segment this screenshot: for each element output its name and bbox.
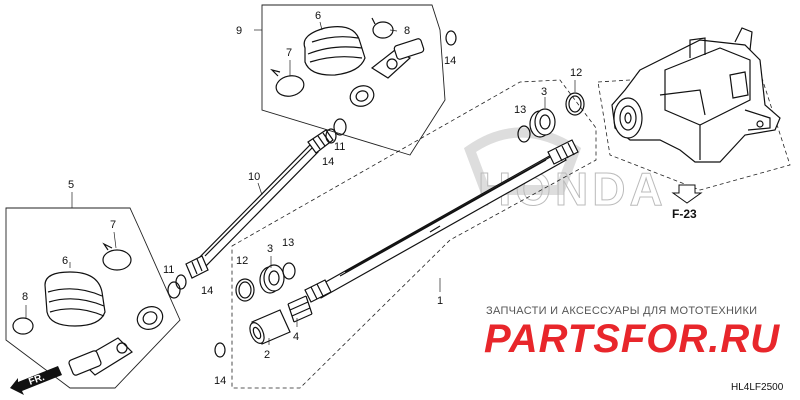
callout-part-8-lower: 8 xyxy=(22,291,28,303)
callout-part-7-upper: 7 xyxy=(286,47,292,59)
callout-part-9: 9 xyxy=(236,25,242,37)
front-direction-arrow: FR. xyxy=(10,366,62,395)
o-ring-12-upper xyxy=(565,92,585,116)
callout-part-12-upper: 12 xyxy=(570,67,582,79)
o-ring-12-lower xyxy=(235,278,255,302)
callout-part-14-upper: 14 xyxy=(322,156,334,168)
callout-part-14-bottom: 14 xyxy=(214,375,226,387)
callout-part-12-lower: 12 xyxy=(236,255,248,267)
callout-part-1: 1 xyxy=(437,295,443,307)
joint-kit-lower xyxy=(12,242,164,376)
leader-lines xyxy=(25,21,576,345)
ring-14-lower xyxy=(167,281,181,299)
callout-part-10: 10 xyxy=(248,171,260,183)
callout-part-5: 5 xyxy=(68,179,74,191)
seal-3-lower xyxy=(259,264,285,294)
o-ring-13-lower xyxy=(282,262,296,280)
ring-11-lower xyxy=(175,274,187,290)
seal-3-upper xyxy=(529,108,556,138)
callout-part-6-lower: 6 xyxy=(62,255,68,267)
callout-part-7-lower: 7 xyxy=(110,219,116,231)
callout-part-3-lower: 3 xyxy=(267,243,273,255)
watermark-tagline: ЗАПЧАСТИ И АКСЕССУАРЫ ДЛЯ МОТОТЕХНИКИ xyxy=(486,305,757,317)
callout-part-11-lower: 11 xyxy=(163,264,174,276)
o-ring-13-upper xyxy=(517,125,531,143)
callout-part-2: 2 xyxy=(264,349,270,361)
front-direction-label: FR. xyxy=(27,372,46,388)
callout-part-4: 4 xyxy=(293,331,299,343)
callout-part-13-lower: 13 xyxy=(282,237,294,249)
callout-part-14-top: 14 xyxy=(444,55,456,67)
joint-kit-frame-upper xyxy=(261,4,446,156)
propeller-shaft-front xyxy=(185,129,334,279)
callout-part-14-lower: 14 xyxy=(201,285,213,297)
propeller-shaft-main xyxy=(304,139,579,303)
callout-part-11-upper: 11 xyxy=(334,141,345,153)
shaft-group-frame xyxy=(231,79,597,389)
joint-sleeve xyxy=(249,309,291,345)
watermark-logo: PARTSFOR.RU xyxy=(484,317,780,361)
ring-14-top xyxy=(445,30,457,46)
spring-part xyxy=(287,295,313,323)
joint-kit-frame-lower xyxy=(5,207,181,389)
diagram-code: HL4LF2500 xyxy=(731,382,784,393)
callout-part-8-upper: 8 xyxy=(404,25,410,37)
ring-14-bottom xyxy=(214,342,226,358)
callout-part-6-upper: 6 xyxy=(315,10,321,22)
differential-assembly xyxy=(611,27,781,163)
callout-part-3-upper: 3 xyxy=(541,86,547,98)
reference-label: F-23 xyxy=(672,207,697,221)
reference-arrow: F-23 xyxy=(671,184,703,221)
callout-part-13-upper: 13 xyxy=(514,104,526,116)
ring-14-upper xyxy=(333,118,347,136)
ring-11-upper xyxy=(325,128,337,144)
joint-kit-upper xyxy=(270,17,425,107)
